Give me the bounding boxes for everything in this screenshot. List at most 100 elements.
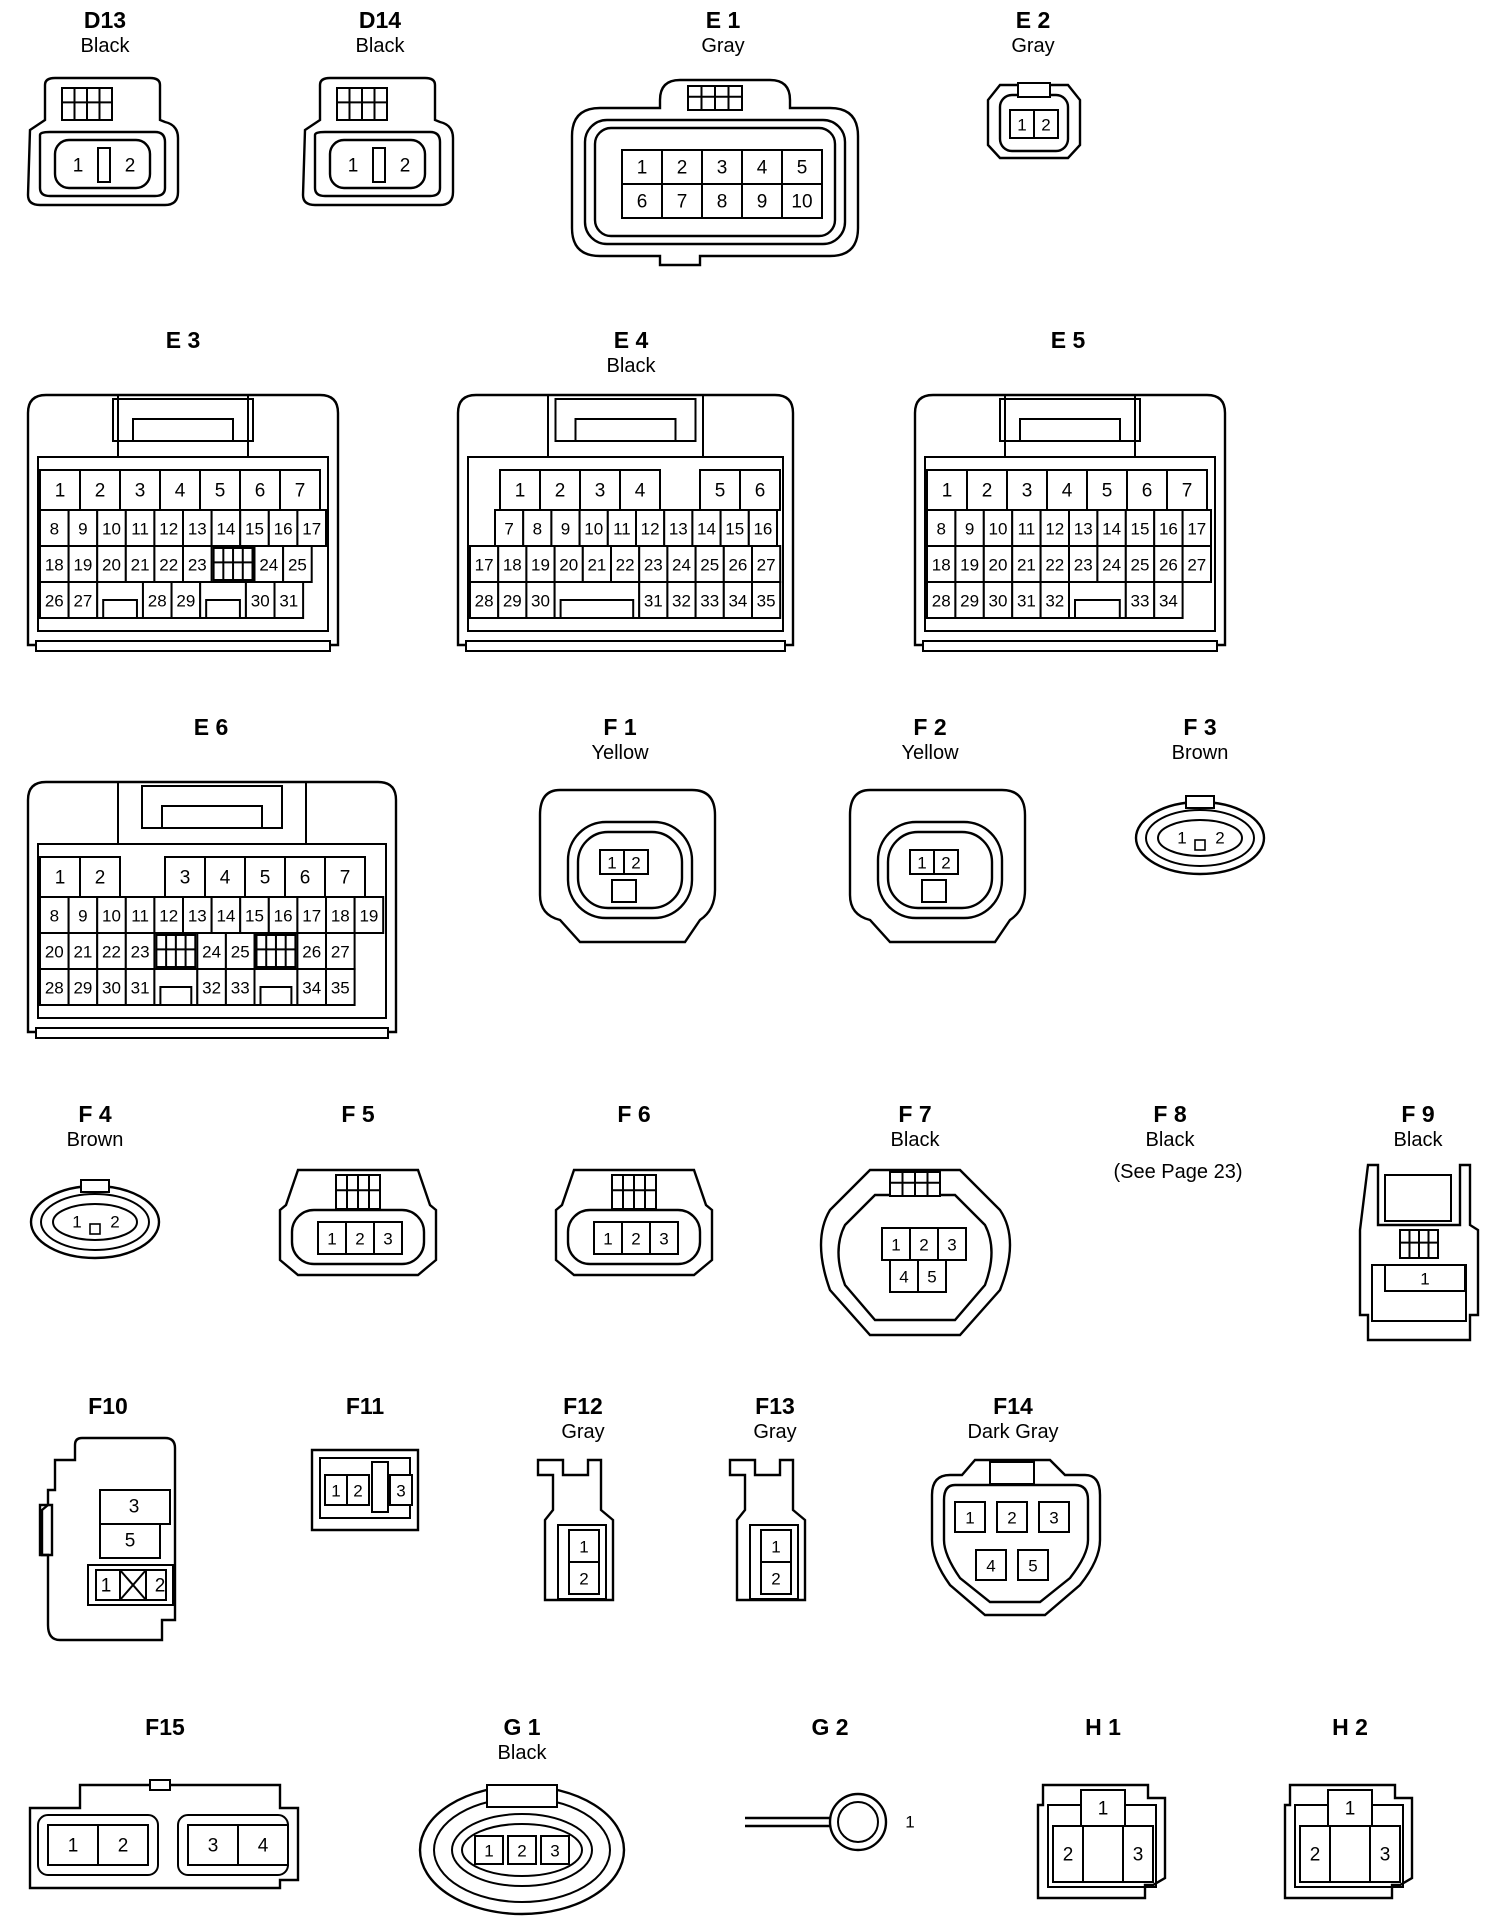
pin-cell (239, 896, 270, 934)
pin-label: 28 (475, 592, 494, 611)
pin-label: 1 (905, 1813, 914, 1832)
pin-cell (933, 849, 959, 875)
pin-cell (619, 469, 661, 511)
pin-cell (239, 509, 270, 547)
pin-cell (739, 469, 781, 511)
pin-label: 27 (1187, 556, 1206, 575)
pin-cell (469, 581, 500, 619)
connector-color: Black (1146, 1129, 1196, 1151)
pin-label: 9 (78, 520, 87, 539)
pin-cell (494, 509, 525, 547)
pin-cell (568, 1561, 600, 1595)
pin-label: 2 (110, 1213, 119, 1232)
pin-label: 4 (986, 1557, 995, 1576)
connector-color: Black (81, 35, 131, 57)
pin-label: 11 (1018, 520, 1036, 539)
pin-label: 7 (1182, 481, 1193, 502)
pin-label: 29 (960, 592, 979, 611)
pin-label: 11 (131, 520, 149, 539)
pin-label: 3 (129, 1497, 140, 1518)
pin-label: 16 (274, 907, 293, 926)
pin-cell (699, 469, 741, 511)
pin-label: 6 (255, 481, 266, 502)
pin-label: 6 (300, 868, 311, 889)
pin-cell (182, 509, 213, 547)
pin-cell (1011, 581, 1042, 619)
pin-cell (124, 968, 156, 1006)
pin-label: 1 (1420, 1270, 1429, 1289)
pin-label: 18 (45, 556, 64, 575)
pin-cell (124, 932, 156, 970)
pin-label: 3 (383, 1230, 392, 1249)
connector-id: H 1 (1085, 1714, 1121, 1740)
pin-label: 22 (1045, 556, 1064, 575)
pin-cell (926, 469, 968, 511)
pin-cell (239, 469, 281, 511)
pin-cell (79, 856, 121, 898)
pin-label: 1 (55, 868, 66, 889)
connector-id: H 2 (1332, 1714, 1368, 1740)
pin-label: 19 (531, 556, 550, 575)
connector-id: F13 (755, 1393, 795, 1419)
pin-cell (499, 469, 541, 511)
pin-label: 11 (613, 520, 631, 539)
pin-label: 3 (396, 1482, 405, 1501)
connector-color: Gray (561, 1421, 604, 1443)
connector-id: D13 (84, 7, 126, 33)
pin-label: 2 (1063, 1845, 1074, 1866)
pin-label: 27 (331, 943, 350, 962)
pin-label: 2 (982, 481, 993, 502)
pin-cell (224, 968, 256, 1006)
pin-label: 33 (231, 979, 250, 998)
pin-label: 9 (965, 520, 974, 539)
pin-label: 3 (659, 1230, 668, 1249)
pin-cell (751, 545, 782, 583)
pin-cell (67, 968, 99, 1006)
pin-label: 2 (579, 1570, 588, 1589)
pin-label: 8 (533, 520, 542, 539)
connector-color: Brown (1172, 742, 1229, 764)
pin-label: 17 (302, 907, 321, 926)
pin-label: 4 (635, 481, 646, 502)
pin-cell (39, 968, 70, 1006)
pin-cell (525, 581, 556, 619)
pin-cell (781, 183, 823, 219)
pin-cell (170, 581, 202, 619)
pin-label: 1 (1017, 116, 1026, 135)
pin-cell (210, 896, 242, 934)
pin-label: 11 (131, 907, 149, 926)
pin-cell (1153, 509, 1184, 547)
pin-label: 19 (359, 907, 378, 926)
pin-label: 8 (717, 192, 728, 213)
pin-cell (781, 149, 823, 185)
pin-label: 34 (728, 592, 747, 611)
pin-label: 3 (1133, 1845, 1144, 1866)
pin-cell (296, 968, 327, 1006)
pin-label: 5 (927, 1268, 936, 1287)
pin-label: 32 (1045, 592, 1064, 611)
pin-label: 25 (1131, 556, 1150, 575)
connector-id: G 1 (503, 1714, 540, 1740)
pin-label: 2 (1215, 829, 1224, 848)
pin-label: 14 (1102, 520, 1121, 539)
pin-label: 3 (208, 1836, 219, 1857)
pin-cell (760, 1561, 792, 1595)
pin-label: 1 (607, 854, 616, 873)
pin-label: 20 (559, 556, 578, 575)
pin-label: 21 (1017, 556, 1036, 575)
pin-label: 8 (50, 520, 59, 539)
pin-label: 22 (102, 943, 121, 962)
pin-label: 1 (331, 1482, 340, 1501)
pin-cell (1017, 1549, 1049, 1581)
connector-id: F12 (563, 1393, 603, 1419)
pin-label: 10 (791, 192, 812, 213)
connector-id: G 2 (811, 1714, 848, 1740)
pin-cell (1384, 1264, 1466, 1292)
